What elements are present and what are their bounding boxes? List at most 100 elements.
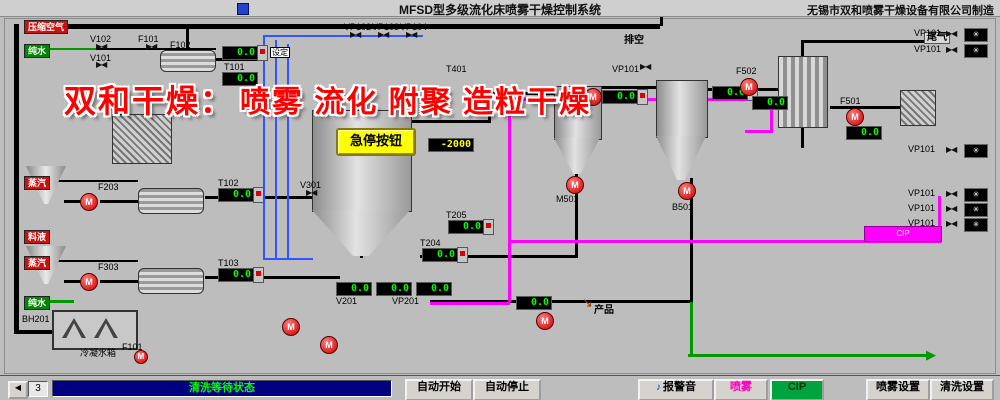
gauge-t205[interactable]: 0.0 — [448, 220, 484, 234]
auto-start-button[interactable]: 自动开始 — [405, 379, 473, 400]
gauge-chamber-pressure[interactable]: -2000 — [428, 138, 474, 152]
valve-icon-right-2[interactable]: ▶◀ — [946, 45, 957, 54]
pipe-chamber-out-v — [488, 92, 491, 123]
gauge-set-button[interactable] — [253, 187, 264, 203]
valve-icon-v101[interactable]: ▶◀ — [96, 60, 107, 69]
drying-chamber-body — [312, 110, 412, 212]
status-bar: 清洗等待状态 — [52, 380, 392, 397]
gauge-set-button[interactable] — [483, 219, 494, 235]
damper-fan-icon-5[interactable]: ✳ — [964, 203, 988, 217]
gauge-f502[interactable]: 0.0 — [752, 96, 788, 110]
pipe-main-air — [60, 24, 660, 29]
company-name: 无锡市双和喷雾干燥设备有限公司制造 — [807, 5, 994, 17]
label-vp101-vent: VP101 — [612, 64, 640, 74]
product-arrow-icon: ↘ — [582, 295, 593, 310]
damper-fan-icon-2[interactable]: ✳ — [964, 44, 988, 58]
spray-settings-button[interactable]: 喷雾设置 — [866, 379, 930, 400]
pipe-discharge-h1 — [420, 255, 578, 258]
exhaust-filter — [900, 90, 936, 126]
damper-fan-icon-6[interactable]: ✳ — [964, 218, 988, 232]
motor-fan-f501[interactable]: M — [846, 108, 864, 126]
gauge-vp201[interactable]: 0.0 — [416, 282, 452, 296]
cip-button[interactable]: CIP — [770, 379, 824, 400]
label-vp101-r1: VP101 — [914, 28, 942, 38]
label-m501: M501 — [556, 194, 579, 204]
motor-condensate-pump[interactable]: M — [134, 350, 148, 364]
label-vp101-r2: VP101 — [914, 44, 942, 54]
pipe-cip-h2 — [508, 240, 940, 243]
damper-fan-icon-1[interactable]: ✳ — [964, 28, 988, 42]
valve-icon-right-3[interactable]: ▶◀ — [946, 145, 957, 154]
alarm-sound-button[interactable]: ♪报警音 — [638, 379, 714, 400]
drain-arrow-icon: ▶ — [926, 347, 936, 362]
supply-tag-pure-water-1: 纯水 — [24, 44, 51, 58]
label-vp101-r6: VP101 — [908, 218, 936, 228]
damper-fan-icon-3[interactable]: ✳ — [964, 144, 988, 158]
speaker-icon: ♪ — [656, 382, 661, 393]
supply-tag-compressed-air: 压缩空气 — [24, 20, 69, 34]
valve-icon-right-1[interactable]: ▶◀ — [946, 29, 957, 38]
damper-fan-icon-4[interactable]: ✳ — [964, 188, 988, 202]
gauge-bottom[interactable]: 0.0 — [516, 296, 552, 310]
cip-line-label: CIP — [864, 226, 942, 242]
gauge-set-button[interactable] — [257, 45, 268, 61]
page-prev-button[interactable]: ◀ — [8, 381, 28, 399]
motor-m501[interactable]: M — [566, 176, 584, 194]
page-number: 3 — [28, 381, 48, 397]
motor-pump2[interactable]: M — [80, 273, 98, 291]
valve-icon-vp103[interactable]: ▶◀ — [378, 30, 389, 39]
valve-icon-v102[interactable]: ▶◀ — [96, 42, 107, 51]
gauge-cyclone1[interactable]: 0.0 — [602, 90, 638, 104]
heat-exchanger — [778, 56, 828, 128]
valve-icon-vp101-vent[interactable]: ▶◀ — [640, 62, 651, 71]
pipe-water-line — [96, 48, 216, 50]
motor-cyclone1-top[interactable]: M — [584, 88, 602, 106]
gauge-mid[interactable]: 0.0 — [376, 282, 412, 296]
supply-tag-feed: 料液 — [24, 230, 51, 244]
motor-fan-f502[interactable]: M — [740, 78, 758, 96]
label-v301: V301 — [300, 180, 322, 190]
spray-button[interactable]: 喷雾 — [714, 379, 768, 400]
gauge-t102[interactable]: 0.0 — [218, 188, 254, 202]
gauge-t204[interactable]: 0.0 — [422, 248, 458, 262]
label-f101-pump: F101 — [122, 342, 143, 352]
pipe-hx-filter — [830, 106, 900, 109]
valve-icon-vp102[interactable]: ▶◀ — [350, 30, 361, 39]
label-f303: F303 — [98, 262, 119, 272]
pipe-drain — [688, 354, 928, 357]
motor-bottom-3[interactable]: M — [536, 312, 554, 330]
valve-icon-right-6[interactable]: ▶◀ — [946, 219, 957, 228]
label-tail-gas: 尾气 — [924, 32, 950, 44]
valve-icon-f101[interactable]: ▶◀ — [146, 42, 157, 51]
gauge-t101[interactable]: 0.0 — [222, 72, 258, 86]
pipe-steam1 — [44, 180, 138, 182]
gauge-set-button[interactable] — [637, 89, 648, 105]
gauge-f501[interactable]: 0.0 — [846, 126, 882, 140]
label-f502: F502 — [736, 66, 757, 76]
bottom-bar: ◀ 3 清洗等待状态 自动开始 自动停止 ♪报警音 喷雾 CIP 喷雾设置 清洗… — [0, 375, 1000, 400]
motor-b501[interactable]: M — [678, 182, 696, 200]
valve-icon-right-5[interactable]: ▶◀ — [946, 204, 957, 213]
pipe-cip-v2 — [770, 98, 773, 132]
label-v201: V201 — [336, 296, 358, 306]
emergency-stop-button[interactable]: 急停按钮 — [336, 128, 416, 156]
setpoint-label: 设定 — [270, 47, 290, 58]
valve-icon-right-4[interactable]: ▶◀ — [946, 189, 957, 198]
gauge-set-button[interactable] — [253, 267, 264, 283]
gauge-t103[interactable]: 0.0 — [218, 268, 254, 282]
gauge-v201[interactable]: 0.0 — [336, 282, 372, 296]
motor-bottom-2[interactable]: M — [320, 336, 338, 354]
valve-icon-v301[interactable]: ▶◀ — [306, 188, 317, 197]
motor-pump1[interactable]: M — [80, 193, 98, 211]
auto-stop-button[interactable]: 自动停止 — [473, 379, 541, 400]
valve-icon-vp104[interactable]: ▶◀ — [406, 30, 417, 39]
gauge-set-button[interactable] — [457, 247, 468, 263]
gauge-f102[interactable]: 0.0 — [222, 46, 258, 60]
motor-bottom-1[interactable]: M — [282, 318, 300, 336]
pipe-air4 — [263, 258, 313, 260]
label-t401: T401 — [446, 64, 467, 74]
pipe-air2 — [275, 40, 277, 260]
clean-settings-button[interactable]: 清洗设置 — [930, 379, 994, 400]
pipe-feed2 — [64, 280, 84, 283]
